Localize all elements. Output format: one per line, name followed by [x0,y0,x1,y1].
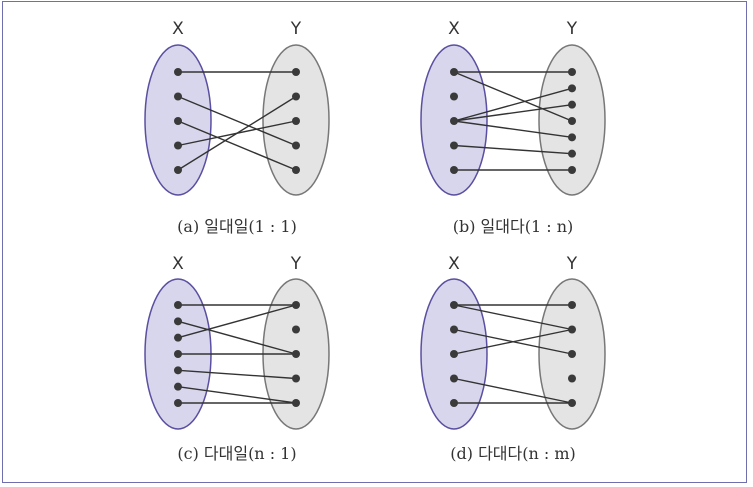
y-element-dot [292,325,300,334]
x-set-label: X [172,254,184,274]
figure-frame [2,1,747,483]
mapping-lines [177,304,297,404]
mapping-line [177,369,297,380]
y-element-dot [568,301,576,309]
panel-a: X Y (a) 일대일(1 : 1) [144,19,330,236]
x-element-dot [174,68,182,76]
element-dots [174,301,300,407]
y-element-dot [292,166,300,174]
x-element-dot [450,301,458,309]
x-element-dot [450,399,458,407]
x-element-dot [174,92,182,101]
panel-b: X Y (b) 일대다(1 : n) [420,19,606,236]
caption-one-to-one: (a) 일대일(1 : 1) [177,217,297,236]
y-set-label: Y [566,254,578,274]
mapping-line [177,95,297,147]
y-element-dot [568,84,576,93]
caption-one-to-many: (b) 일대다(1 : n) [453,217,574,236]
x-element-dot [174,141,182,150]
y-element-dot [568,149,576,158]
y-set-label: Y [290,254,302,274]
y-element-dot [568,325,576,334]
x-element-dot [174,366,182,375]
x-element-dot [174,166,182,174]
y-element-dot [292,350,300,358]
panel-c: X Y (c) 다대일(n : 1) [144,254,330,463]
mapping-line [177,120,297,171]
caption-many-to-many: (d) 다대다(n : m) [450,444,576,463]
y-element-dot [568,117,576,125]
mapping-line [453,328,573,355]
x-element-dot [450,166,458,174]
y-element-dot [568,100,576,109]
mapping-line [453,377,573,404]
mapping-line [453,304,573,331]
x-element-dot [174,117,182,125]
y-element-dot [568,350,576,358]
x-element-dot [450,68,458,76]
x-element-dot [450,325,458,334]
mapping-lines [177,71,297,171]
y-element-dot [292,92,300,101]
mapping-lines [453,304,573,404]
y-element-dot [292,301,300,309]
mapping-line [177,320,297,355]
y-element-dot [292,141,300,150]
x-element-dot [450,350,458,358]
mapping-line [177,304,297,339]
mapping-line [453,103,573,122]
x-set-label: X [448,254,460,274]
x-element-dot [174,301,182,309]
x-element-dot [174,350,182,358]
x-element-dot [450,117,458,125]
x-set-label: X [172,19,184,39]
mapping-line [177,385,297,404]
y-element-dot [568,166,576,174]
x-element-dot [174,317,182,326]
mapping-line [453,71,573,122]
element-dots [450,68,576,174]
element-dots [174,68,300,174]
x-set-label: X [448,19,460,39]
mapping-line [177,95,297,171]
y-element-dot [292,68,300,76]
y-set-label: Y [290,19,302,39]
mapping-line [453,87,573,122]
y-set-label: Y [566,19,578,39]
y-element-dot [568,68,576,76]
y-element-dot [568,374,576,383]
y-element-dot [568,399,576,407]
x-element-dot [174,382,182,391]
y-element-dot [292,117,300,125]
x-element-dot [450,92,458,101]
y-element-dot [292,374,300,383]
y-element-dot [568,133,576,142]
element-dots [450,301,576,407]
x-element-dot [450,141,458,150]
x-element-dot [174,333,182,342]
mapping-line [453,144,573,155]
mapping-lines [453,71,573,171]
panel-d: X Y (d) 다대다(n : m) [420,254,606,463]
y-element-dot [292,399,300,407]
caption-many-to-one: (c) 다대일(n : 1) [177,444,296,463]
x-element-dot [450,374,458,383]
x-element-dot [174,399,182,407]
mapping-line [453,120,573,139]
